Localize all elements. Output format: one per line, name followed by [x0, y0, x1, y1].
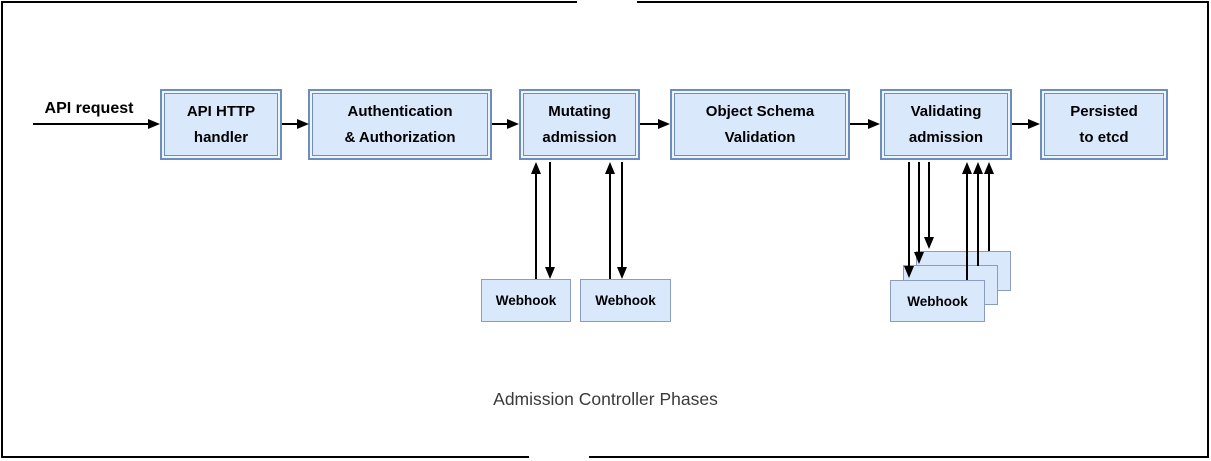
validating-up-arrow2-line — [977, 172, 979, 266]
validating-webhook-box-front: Webhook — [890, 280, 985, 322]
validating-down-arrow3-head — [924, 237, 934, 249]
flow-arrow-head — [868, 119, 880, 129]
phase-label-line: & Authorization — [344, 128, 456, 146]
mutating-webhook1-up-arrow-head — [531, 162, 541, 174]
frame-top-gap — [577, 0, 637, 6]
flow-arrow-line — [640, 123, 659, 125]
api-request-label: API request — [44, 100, 134, 117]
mutating-webhook1-box: Webhook — [481, 279, 571, 322]
phase-box-persisted-to-etcd: Persisted to etcd — [1040, 89, 1168, 160]
phase-label-line: Mutating — [548, 102, 611, 120]
phase-label-line: handler — [193, 128, 249, 146]
validating-down-arrow2-line — [918, 162, 920, 253]
validating-down-arrow1-head — [904, 266, 914, 278]
flow-arrow-head — [658, 119, 670, 129]
flow-arrow-head — [507, 119, 519, 129]
validating-up-arrow1-head — [962, 162, 972, 174]
phase-box-validating-admission: Validating admission — [880, 89, 1012, 160]
phase-label-line: admission — [542, 128, 617, 146]
phase-box-mutating-admission: Mutating admission — [519, 89, 640, 160]
phase-label-api-http-handler: API HTTP handler — [164, 93, 278, 156]
phase-box-object-schema-validation: Object Schema Validation — [670, 89, 850, 160]
phase-label-line: Persisted — [1070, 102, 1138, 120]
validating-up-arrow3-head — [984, 162, 994, 174]
webhook-label: Webhook — [595, 293, 656, 308]
mutating-webhook1-down-arrow-line — [549, 162, 551, 269]
phase-label-authentication-authorization: Authentication & Authorization — [312, 93, 488, 156]
flow-arrow-line — [1012, 123, 1029, 125]
flow-arrow-line — [492, 123, 508, 125]
frame-bottom-gap — [529, 455, 589, 461]
phase-label-line: Validating — [910, 102, 982, 120]
validating-up-arrow2-head — [973, 162, 983, 174]
phase-label-line: to etcd — [1079, 128, 1129, 146]
mutating-webhook2-down-arrow-line — [621, 162, 623, 269]
phase-label-line: Validation — [724, 128, 796, 146]
validating-up-arrow3-line — [988, 172, 990, 251]
validating-down-arrow2-head — [914, 252, 924, 264]
phase-box-api-http-handler: API HTTP handler — [160, 89, 282, 160]
phase-label-object-schema-validation: Object Schema Validation — [674, 93, 846, 156]
phase-label-validating-admission: Validating admission — [884, 93, 1008, 156]
phase-label-line: API HTTP — [186, 102, 256, 120]
api-request-arrow-head — [148, 119, 160, 129]
phase-label-mutating-admission: Mutating admission — [523, 93, 636, 156]
phase-box-authentication-authorization: Authentication & Authorization — [308, 89, 492, 160]
phase-label-persisted-to-etcd: Persisted to etcd — [1044, 93, 1164, 156]
phase-label-line: admission — [908, 128, 984, 146]
webhook-label: Webhook — [495, 293, 557, 308]
mutating-webhook2-down-arrow-head — [617, 267, 627, 279]
validating-down-arrow3-line — [928, 162, 930, 238]
phase-label-line: Authentication — [347, 102, 453, 120]
flow-arrow-line — [282, 123, 298, 125]
mutating-webhook2-up-arrow-line — [609, 172, 611, 279]
phase-label-line: Object Schema — [705, 102, 815, 120]
mutating-webhook2-box: Webhook — [580, 279, 671, 322]
mutating-webhook1-up-arrow-line — [535, 172, 537, 279]
flow-arrow-head — [297, 119, 309, 129]
mutating-webhook2-up-arrow-head — [605, 162, 615, 174]
validating-up-arrow1-line — [966, 172, 968, 280]
validating-down-arrow1-line — [908, 162, 910, 267]
api-request-arrow-line — [33, 123, 149, 125]
diagram-title: Admission Controller Phases — [493, 389, 718, 409]
flow-arrow-line — [850, 123, 869, 125]
webhook-label: Webhook — [907, 293, 968, 309]
flow-arrow-head — [1028, 119, 1040, 129]
mutating-webhook1-down-arrow-head — [545, 267, 555, 279]
